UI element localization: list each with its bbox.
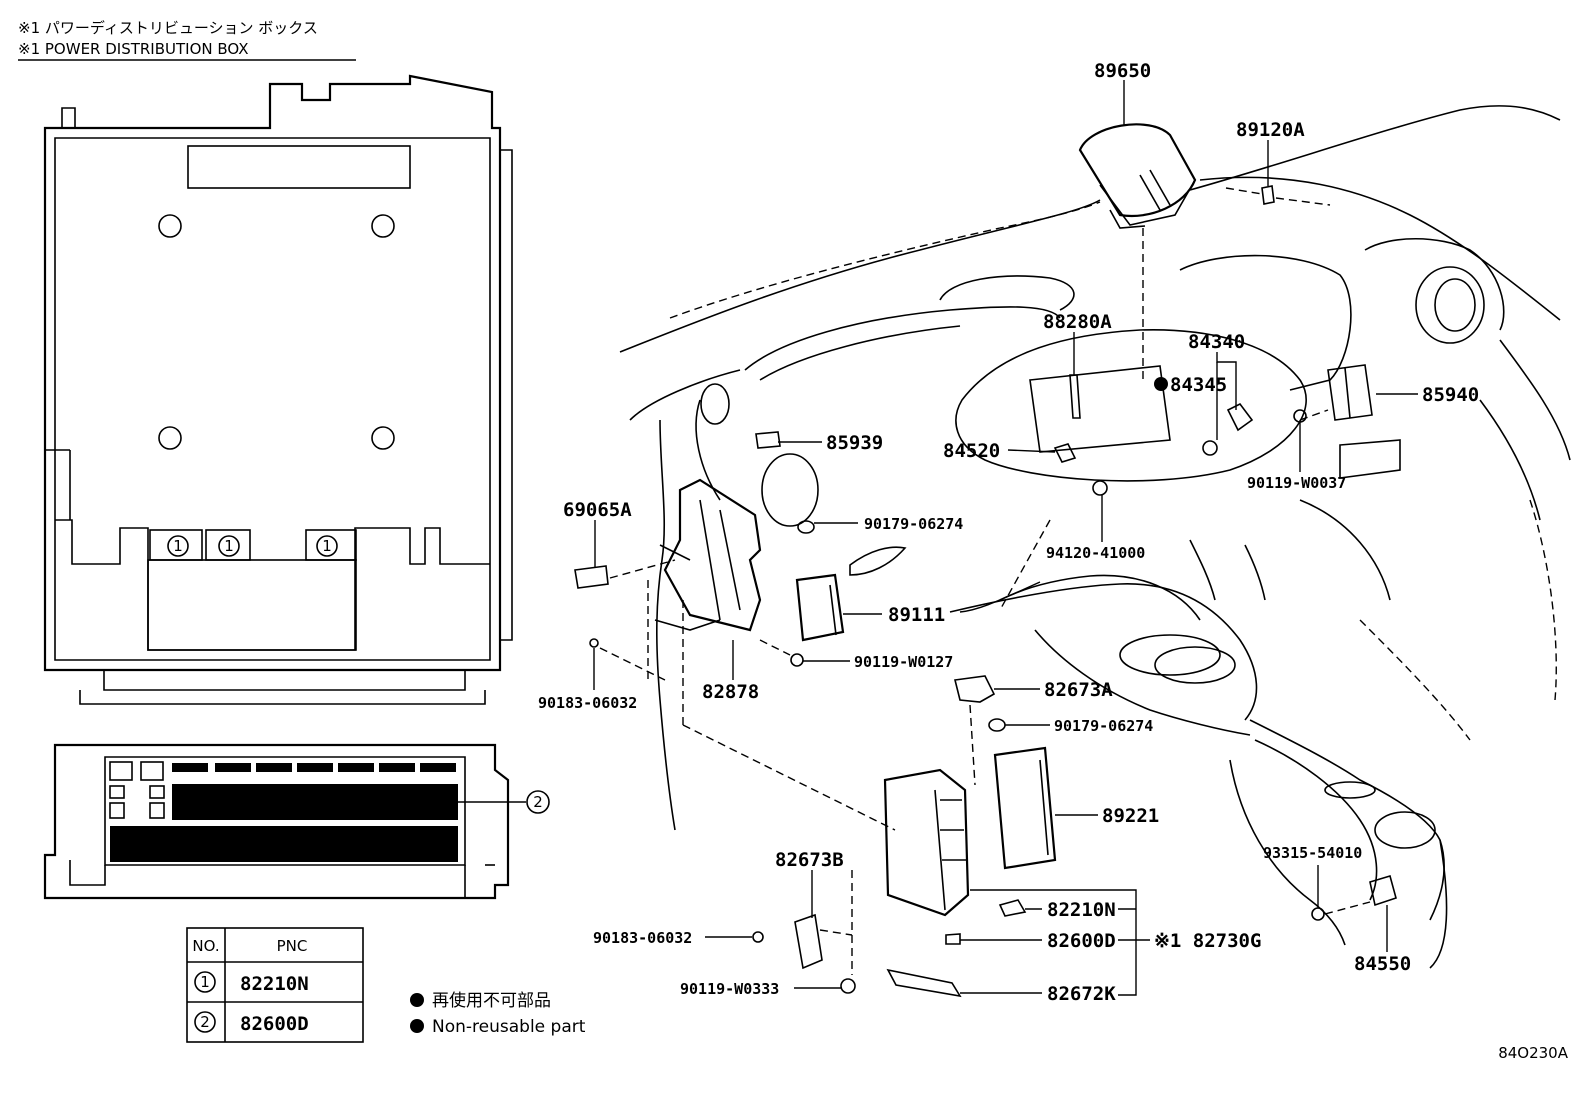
- label-89111: 89111: [888, 604, 945, 626]
- label-85939: 85939: [826, 432, 883, 454]
- label-84550: 84550: [1354, 953, 1411, 975]
- screw-93315-54010-icon: [1311, 907, 1325, 921]
- label-94120-41000: 94120-41000: [1046, 544, 1145, 562]
- figure-code: 84O230A: [1498, 1044, 1569, 1062]
- label-82672K: 82672K: [1047, 983, 1116, 1005]
- header-jp: ※1 パワーディストリビューション ボックス: [18, 19, 318, 37]
- table-row-2-no: 2: [200, 1013, 210, 1031]
- clip-94120-41000-icon: [1092, 480, 1108, 496]
- part-89120A-shape: [1261, 185, 1275, 205]
- part-82878-bracket: [654, 478, 762, 632]
- part-89650-shape: [1078, 123, 1197, 229]
- svg-text:1: 1: [173, 537, 183, 555]
- label-69065A: 69065A: [563, 499, 632, 521]
- part-84520-shape: [1053, 443, 1077, 463]
- label-89221: 89221: [1102, 805, 1159, 827]
- pnc-table: NO. PNC 1 82210N 2 82600D: [186, 927, 364, 1043]
- part-85940-shape: [1327, 364, 1373, 421]
- label-90179-06274-b: 90179-06274: [1054, 717, 1153, 735]
- circle-marker-1c: 1: [316, 535, 338, 557]
- label-90183-06032-b: 90183-06032: [593, 929, 692, 947]
- part-82673B-shape: [794, 913, 823, 970]
- pdb-side-view: [43, 743, 510, 900]
- non-reusable-dot-icon: [410, 993, 424, 1007]
- label-82210N: 82210N: [1047, 899, 1116, 921]
- label-82730G: ※1 82730G: [1154, 930, 1261, 952]
- part-82672K-cover: [886, 968, 962, 998]
- table-header-no: NO.: [192, 937, 219, 955]
- label-82673A: 82673A: [1044, 679, 1113, 701]
- label-90119-W0127: 90119-W0127: [854, 653, 953, 671]
- label-88280A: 88280A: [1043, 311, 1112, 333]
- svg-text:1: 1: [224, 537, 234, 555]
- part-82600D-fuse: [945, 933, 961, 945]
- circle-marker-1b: 1: [218, 535, 240, 557]
- svg-text:1: 1: [322, 537, 332, 555]
- assembly-dashed-lines: [599, 187, 1371, 975]
- label-93315-54010: 93315-54010: [1263, 844, 1362, 862]
- screw-90119-w0127-icon: [790, 653, 804, 667]
- table-header-pnc: PNC: [277, 937, 308, 955]
- label-82600D: 82600D: [1047, 930, 1116, 952]
- nut-90183-06032-icon: [752, 931, 764, 943]
- part-84345-shape: [1202, 440, 1218, 456]
- non-reusable-dot-icon: [1154, 377, 1168, 391]
- header-en: ※1 POWER DISTRIBUTION BOX: [18, 40, 249, 58]
- dashboard-outline: [619, 105, 1571, 969]
- table-row-2-pnc: 82600D: [240, 1013, 309, 1035]
- part-82730G-junction-block: [883, 768, 970, 917]
- part-84550-shape: [1369, 874, 1397, 907]
- label-84520: 84520: [943, 440, 1000, 462]
- table-row-1-pnc: 82210N: [240, 973, 309, 995]
- label-85940: 85940: [1422, 384, 1479, 406]
- part-69065A-shape: [574, 565, 609, 589]
- label-84345: 84345: [1170, 374, 1227, 396]
- label-84340: 84340: [1188, 331, 1245, 353]
- svg-text:2: 2: [533, 793, 543, 811]
- part-82210N-fuse: [998, 899, 1027, 917]
- label-90119-W0037: 90119-W0037: [1247, 474, 1346, 492]
- label-82673B: 82673B: [775, 849, 844, 871]
- part-89111-shape: [795, 573, 845, 642]
- pdb-top-view: [43, 74, 513, 705]
- circle-marker-2: 2: [526, 790, 550, 814]
- nut-90179-06274-icon: [988, 718, 1006, 732]
- leader-lines: [593, 80, 1418, 996]
- part-88280A-shape: [1069, 374, 1081, 419]
- circle-marker-1a: 1: [167, 535, 189, 557]
- non-reusable-dot-icon: [410, 1019, 424, 1033]
- table-row-1-no: 1: [200, 973, 210, 991]
- nut-90183-06032-icon: [589, 638, 599, 648]
- part-89221-shape: [993, 746, 1057, 870]
- legend-en: Non-reusable part: [432, 1017, 586, 1037]
- label-90119-W0333: 90119-W0333: [680, 980, 779, 998]
- part-85939-shape: [755, 431, 781, 449]
- label-90179-06274-a: 90179-06274: [864, 515, 963, 533]
- label-89120A: 89120A: [1236, 119, 1305, 141]
- screw-90119-w0333-icon: [840, 978, 856, 994]
- label-82878: 82878: [702, 681, 759, 703]
- part-82673A-shape: [954, 675, 996, 703]
- part-84340-shape: [1226, 402, 1254, 432]
- label-89650: 89650: [1094, 60, 1151, 82]
- legend-jp: 再使用不可部品: [432, 990, 551, 1011]
- nut-90179-06274-icon: [797, 520, 815, 534]
- label-90183-06032-a: 90183-06032: [538, 694, 637, 712]
